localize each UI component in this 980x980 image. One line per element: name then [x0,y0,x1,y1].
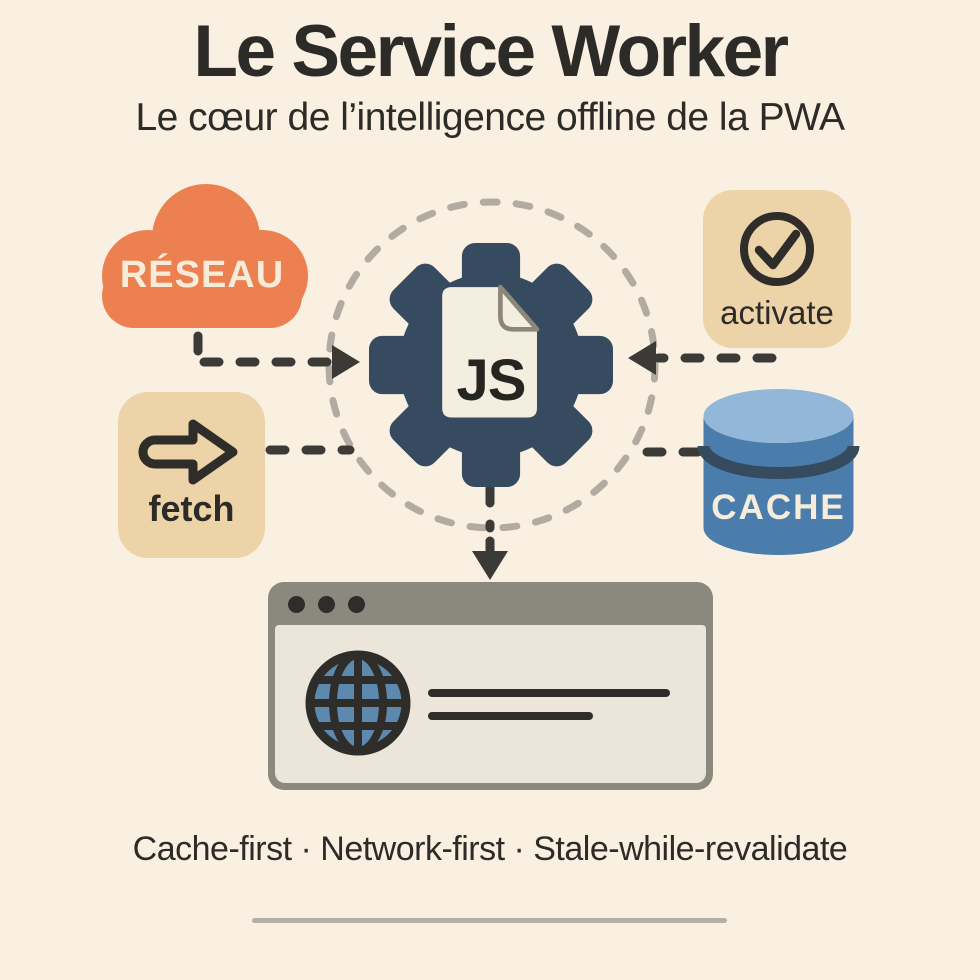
activate-label: activate [720,294,834,331]
window-dot-icon [348,596,365,613]
footer-divider [252,918,727,923]
page-title: Le Service Worker [193,11,789,92]
network-node: RÉSEAU [88,180,316,332]
fetch-node: fetch [118,392,265,558]
worker-to-browser-arrow [472,483,508,580]
arrowhead-down-icon [472,551,508,580]
caching-strategies-text: Cache-first · Network-first · Stale-whil… [132,830,848,868]
check-circle-icon [740,212,814,286]
activate-node: activate [703,190,851,348]
window-dot-icon [318,596,335,613]
js-file-label: JS [456,348,527,413]
arrowhead-right-icon [332,345,360,379]
content-line [428,712,593,720]
network-to-worker-arrow [193,331,360,379]
block-arrow-right-icon [138,419,238,485]
gear-icon [369,243,613,487]
js-file-icon [442,284,540,418]
page-subtitle: Le cœur de l’intelligence offline de la … [135,96,845,139]
cache-label: CACHE [711,488,846,527]
service-worker-node: JS [369,243,613,487]
browser-window [268,582,713,790]
window-dot-icon [288,596,305,613]
database-cylinder-icon [697,389,860,555]
fetch-label: fetch [148,488,235,529]
cloud-icon [102,184,308,328]
cache-node: CACHE [697,386,860,558]
globe-icon [305,650,411,756]
content-line [428,689,670,697]
activate-to-worker-arrow [628,341,777,375]
network-label: RÉSEAU [119,254,285,296]
arrowhead-left-icon [628,341,656,375]
